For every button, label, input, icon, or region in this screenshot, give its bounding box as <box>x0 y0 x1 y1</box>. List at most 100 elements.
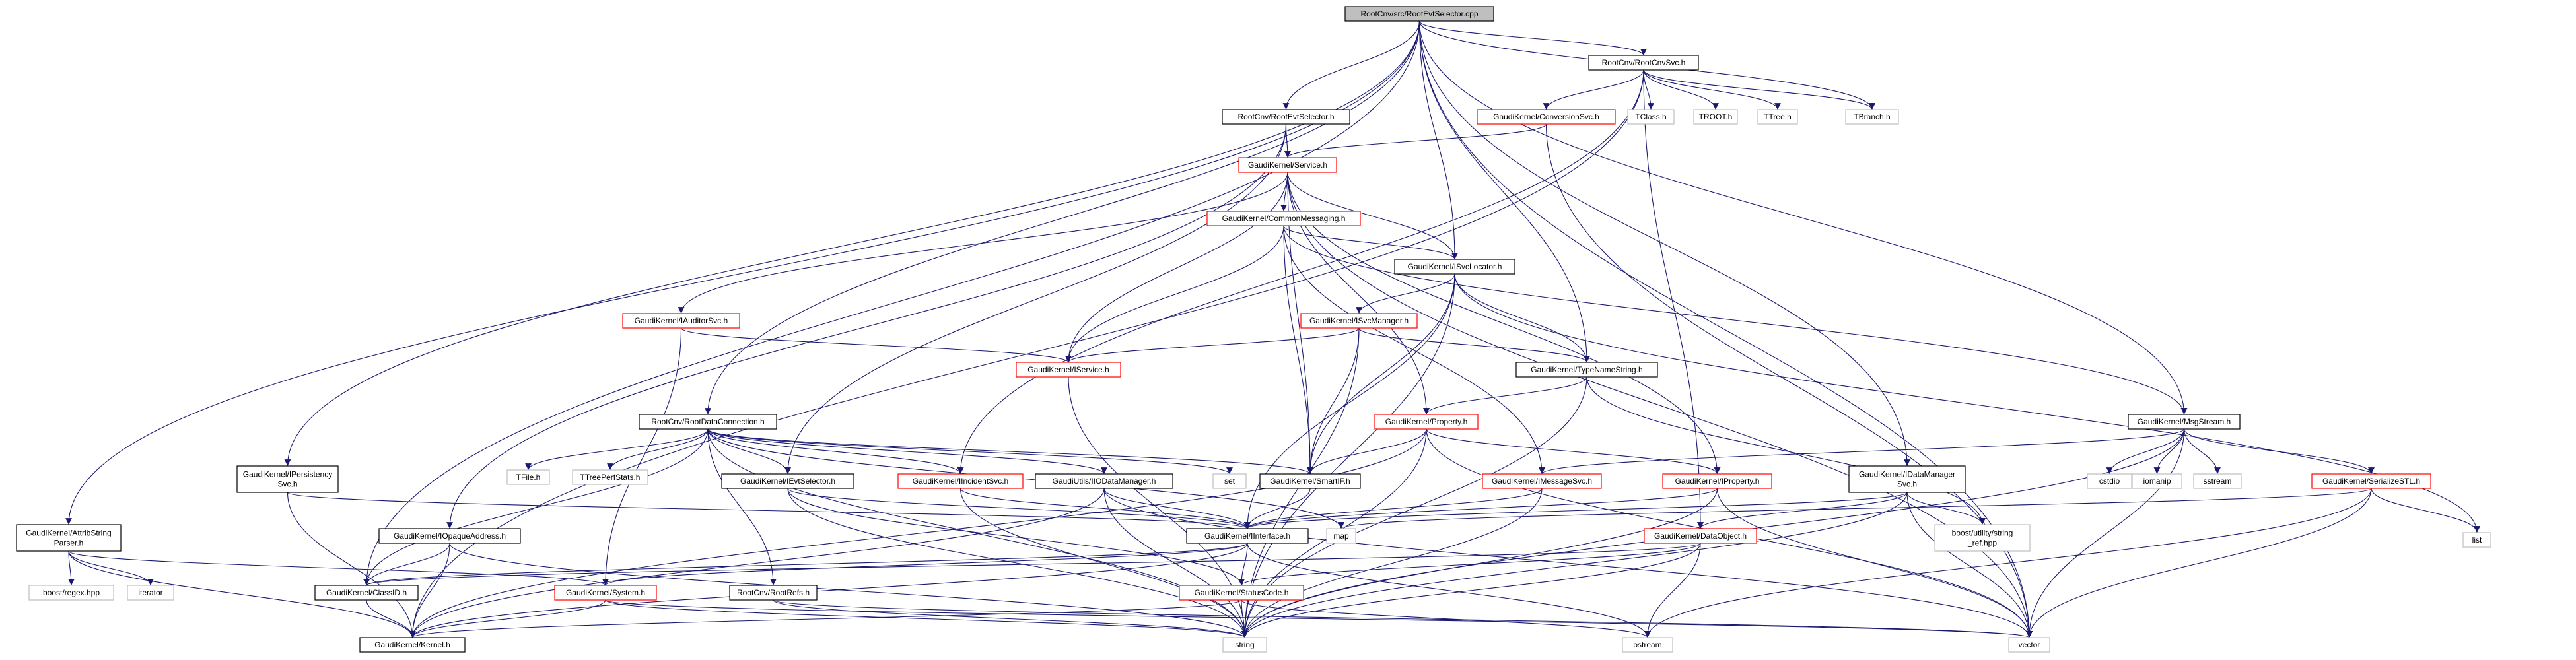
node-gaudikernel-property-h[interactable]: GaudiKernel/Property.h <box>1374 414 1479 430</box>
node-label: GaudiKernel/ClassID.h <box>326 588 407 597</box>
node-label: iomanip <box>2143 477 2171 486</box>
node-vector[interactable]: vector <box>2008 637 2050 653</box>
node-label: boost/utility/string <box>1952 529 2013 538</box>
node-troot-h[interactable]: TROOT.h <box>1693 109 1738 125</box>
node-label: TBranch.h <box>1854 112 1890 121</box>
node-gaudikernel-ievtselector-h[interactable]: GaudiKernel/IEvtSelector.h <box>721 473 854 489</box>
node-gaudikernel-iinterface-h[interactable]: GaudiKernel/IInterface.h <box>1186 528 1309 544</box>
node-tbranch-h[interactable]: TBranch.h <box>1845 109 1899 125</box>
node-gaudikernel-dataobject-h[interactable]: GaudiKernel/DataObject.h <box>1644 528 1757 544</box>
edge-typename-to-boostutil <box>1586 376 1986 525</box>
node-gaudikernel-iauditorsvc-h[interactable]: GaudiKernel/IAuditorSvc.h <box>622 313 740 329</box>
node-box <box>721 473 854 489</box>
node-gaudikernel-iservice-h[interactable]: GaudiKernel/IService.h <box>1016 362 1121 378</box>
edge-service-to-vector <box>1287 172 2033 638</box>
node-gaudikernel-typenamestring-h[interactable]: GaudiKernel/TypeNameString.h <box>1515 362 1658 378</box>
node-label: GaudiKernel/TypeNameString.h <box>1531 365 1642 374</box>
node-iomanip[interactable]: iomanip <box>2132 473 2182 489</box>
node-box <box>236 465 339 493</box>
node-boost-regex-hpp[interactable]: boost/regex.hpp <box>28 585 114 601</box>
node-box <box>16 524 122 552</box>
node-label: sstream <box>2204 477 2232 486</box>
edge-service-to-isvclocator <box>1287 172 1458 260</box>
node-gaudikernel-conversionsvc-h[interactable]: GaudiKernel/ConversionSvc.h <box>1477 109 1616 125</box>
edge-property-to-iproperty <box>1426 428 1721 475</box>
edge-commonmsg-to-smartif <box>1283 225 1313 475</box>
node-box <box>2087 473 2132 489</box>
node-gaudikernel-kernel-h[interactable]: GaudiKernel/Kernel.h <box>359 637 466 653</box>
edge-ipersistency-to-kernel <box>287 492 416 638</box>
node-gaudikernel-system-h[interactable]: GaudiKernel/System.h <box>554 585 657 601</box>
edge-iincidentsvc-to-iinterface <box>959 488 1251 529</box>
node-label: GaudiKernel/StatusCode.h <box>1195 588 1289 597</box>
node-iterator[interactable]: iterator <box>127 585 174 601</box>
node-gaudikernel-iopaqueaddress-h[interactable]: GaudiKernel/IOpaqueAddress.h <box>378 528 521 544</box>
node-gaudikernel-isvclocator-h[interactable]: GaudiKernel/ISvcLocator.h <box>1394 259 1515 275</box>
edge-root-to-rootevtsel <box>1282 20 1420 110</box>
node-gaudikernel-classid-h[interactable]: GaudiKernel/ClassID.h <box>314 585 419 601</box>
node-box <box>359 637 466 653</box>
edge-idatamgrsvc-to-boostutil <box>1906 492 1986 525</box>
edge-rootdataconn-to-iincidentsvc <box>707 428 964 475</box>
edge-root-to-ipersistency <box>284 20 1420 467</box>
node-rootcnv-rootrefs-h[interactable]: RootCnv/RootRefs.h <box>729 585 818 601</box>
node-label: set <box>1224 477 1236 486</box>
node-rootcnv-src-rootevtselector-cpp[interactable]: RootCnv/src/RootEvtSelector.cpp <box>1344 6 1494 22</box>
edge-rootdataconn-to-iodatamgr <box>707 428 1107 475</box>
node-label: GaudiKernel/ISvcLocator.h <box>1408 262 1502 271</box>
node-ttree-h[interactable]: TTree.h <box>1757 109 1798 125</box>
node-boost-utility-string-ref-hpp[interactable]: boost/utility/string_ref.hpp <box>1934 524 2031 552</box>
node-gaudikernel-statuscode-h[interactable]: GaudiKernel/StatusCode.h <box>1179 585 1304 601</box>
node-string[interactable]: string <box>1222 637 1267 653</box>
node-ttreeperfstats-h[interactable]: TTreePerfStats.h <box>572 469 648 485</box>
node-box <box>1848 465 1966 493</box>
node-box <box>2128 414 2241 430</box>
node-gaudikernel-serializestl-h[interactable]: GaudiKernel/SerializeSTL.h <box>2311 473 2431 489</box>
node-label: GaudiKernel/Service.h <box>1248 160 1327 170</box>
node-tfile-h[interactable]: TFile.h <box>506 469 550 485</box>
node-gaudikernel-msgstream-h[interactable]: GaudiKernel/MsgStream.h <box>2128 414 2241 430</box>
node-gaudikernel-commonmessaging-h[interactable]: GaudiKernel/CommonMessaging.h <box>1206 211 1361 226</box>
node-label: GaudiKernel/IEvtSelector.h <box>740 477 835 486</box>
node-box <box>1394 259 1515 275</box>
node-box <box>897 473 1024 489</box>
node-box <box>2132 473 2182 489</box>
node-label: cstdio <box>2099 477 2120 486</box>
node-box <box>1374 414 1479 430</box>
node-rootcnv-rootcnvsvc-h[interactable]: RootCnv/RootCnvSvc.h <box>1588 55 1699 71</box>
node-gaudikernel-smartif-h[interactable]: GaudiKernel/SmartIF.h <box>1259 473 1361 489</box>
node-gaudikernel-imessagesvc-h[interactable]: GaudiKernel/IMessageSvc.h <box>1482 473 1602 489</box>
node-list[interactable]: list <box>2462 532 2491 548</box>
node-map[interactable]: map <box>1326 528 1356 544</box>
node-cstdio[interactable]: cstdio <box>2087 473 2132 489</box>
edge-rootdataconn-to-rootrefs <box>707 428 777 586</box>
node-gaudikernel-iincidentsvc-h[interactable]: GaudiKernel/IIncidentSvc.h <box>897 473 1024 489</box>
node-gaudiutils-iiodatamanager-h[interactable]: GaudiUtils/IIODataManager.h <box>1035 473 1173 489</box>
edge-rootdataconn-to-map <box>707 428 1344 529</box>
node-box <box>1482 473 1602 489</box>
node-label: GaudiKernel/IIncidentSvc.h <box>913 477 1008 486</box>
node-label: GaudiKernel/IInterface.h <box>1204 531 1290 541</box>
node-tclass-h[interactable]: TClass.h <box>1627 109 1675 125</box>
edge-iproperty-to-string <box>1241 488 1718 638</box>
edge-iinterface-to-system <box>602 543 1248 586</box>
node-rootcnv-rootdataconnection-h[interactable]: RootCnv/RootDataConnection.h <box>639 414 777 430</box>
node-box <box>1326 528 1356 544</box>
edge-rootdataconn-to-ievtselector <box>707 428 791 475</box>
node-ostream[interactable]: ostream <box>1622 637 1673 653</box>
node-box <box>729 585 818 601</box>
node-label: TTreePerfStats.h <box>580 473 641 482</box>
node-sstream[interactable]: sstream <box>2193 473 2242 489</box>
node-gaudikernel-iproperty-h[interactable]: GaudiKernel/IProperty.h <box>1662 473 1772 489</box>
node-rootcnv-rootevtselector-h[interactable]: RootCnv/RootEvtSelector.h <box>1222 109 1350 125</box>
node-label: RootCnv/RootCnvSvc.h <box>1602 58 1686 67</box>
node-label: RootCnv/src/RootEvtSelector.cpp <box>1360 9 1478 18</box>
edge-iodatamgr-to-iinterface <box>1103 488 1251 529</box>
node-gaudikernel-service-h[interactable]: GaudiKernel/Service.h <box>1238 157 1337 173</box>
node-box <box>314 585 419 601</box>
node-set[interactable]: set <box>1212 473 1247 489</box>
node-gaudikernel-isvcmanager-h[interactable]: GaudiKernel/ISvcManager.h <box>1300 313 1418 329</box>
